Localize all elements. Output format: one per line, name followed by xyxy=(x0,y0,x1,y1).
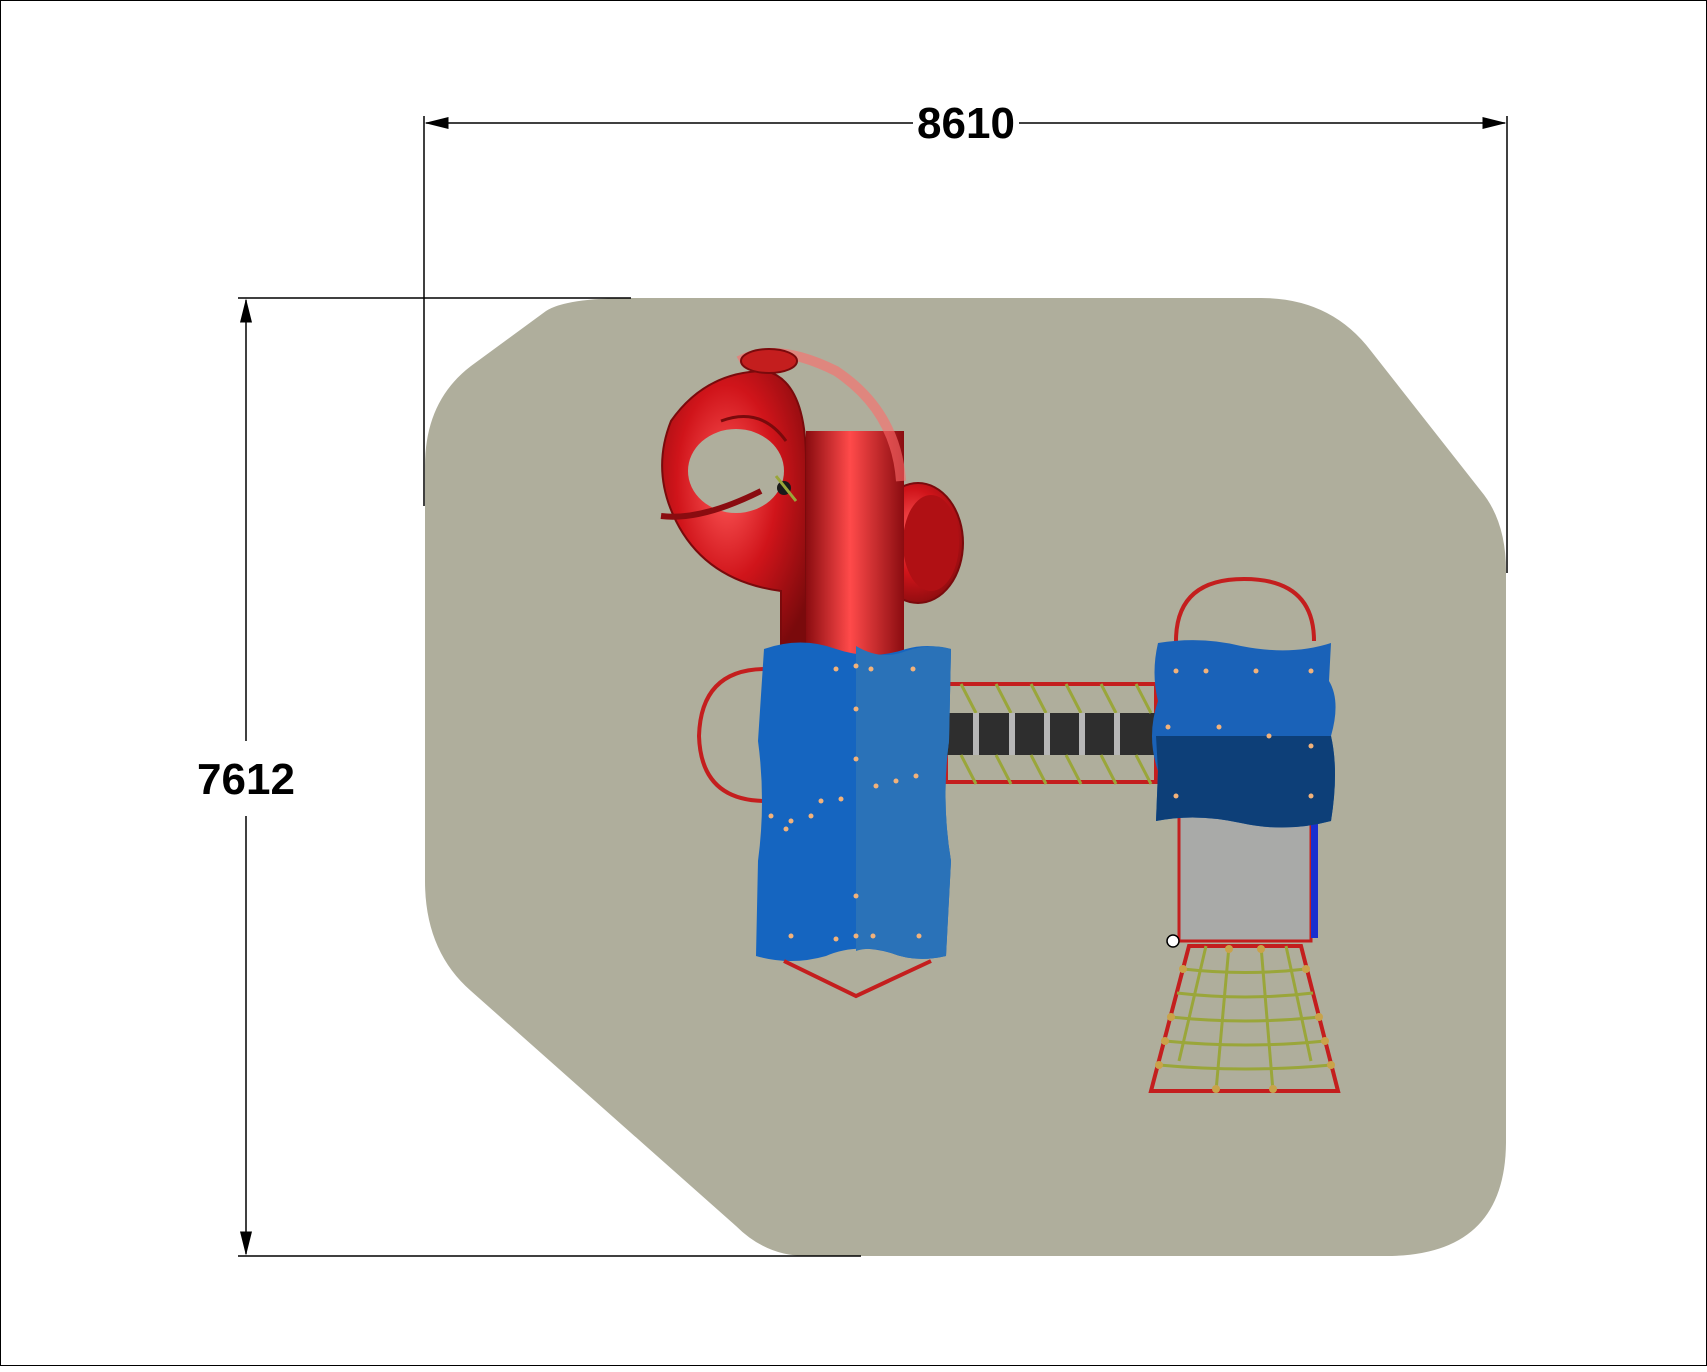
spiral-tube-slide-icon xyxy=(660,348,964,656)
right-tower-icon xyxy=(1152,640,1336,948)
depth-dimension: 7612 xyxy=(197,297,861,1257)
rope-climbing-net-icon xyxy=(1148,944,1341,1093)
right-tower-arch-handrail xyxy=(1174,576,1316,642)
left-loop-handrail xyxy=(696,667,767,803)
left-tower-lower-handrail xyxy=(783,959,932,999)
width-dimension-label: 8610 xyxy=(917,99,1015,148)
depth-dimension-label: 7612 xyxy=(197,755,295,804)
width-dimension: 8610 xyxy=(423,99,1508,573)
safety-surface-area xyxy=(425,298,1506,1256)
chain-bridge-icon xyxy=(944,682,1158,785)
left-tower-panel xyxy=(756,642,951,961)
